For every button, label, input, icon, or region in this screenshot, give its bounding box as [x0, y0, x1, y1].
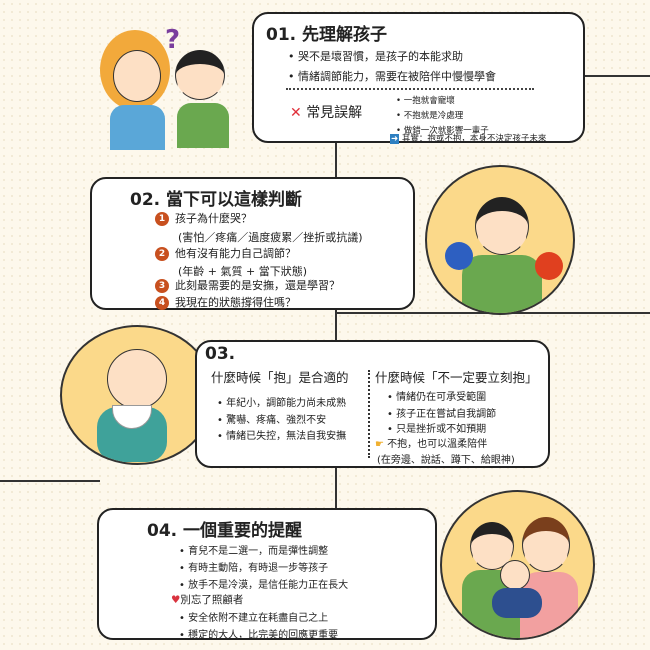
section-when-to-hold: 03. 什麼時候「抱」是合適的 年紀小，調節能力尚未成熟 驚嚇、疼痛、強烈不安 … — [195, 340, 550, 468]
not-hold-reason: 孩子正在嘗試自我調節 — [387, 405, 496, 420]
tip: ☛ 不抱，也可以溫柔陪伴 — [375, 439, 488, 450]
not-hold-reason: 情緒仍在可承受範圍 — [387, 388, 486, 403]
crying-child-illustration: ? — [95, 25, 250, 150]
myth: 做錯一次就影響一輩子 — [396, 124, 489, 136]
hold-reason: 年紀小，調節能力尚未成熟 — [217, 394, 346, 409]
myth-heading: ✕ 常見誤解 — [290, 105, 363, 121]
not-hold-reason: 只是挫折或不如預期 — [387, 420, 486, 435]
point: 育兒不是二選一，而是彈性調整 — [179, 542, 328, 557]
tip-note: (在旁邊、說話、蹲下、給眼神) — [377, 455, 515, 466]
caregiver-heading: ♥別忘了照顧者 — [171, 594, 244, 606]
hold-reason: 驚嚇、疼痛、強烈不安 — [217, 411, 326, 426]
crying-baby-illustration — [60, 325, 215, 465]
section-title: 01. 先理解孩子 — [266, 25, 388, 45]
section-title: 03. — [205, 344, 236, 364]
section-title: 02. 當下可以這樣判斷 — [130, 190, 303, 210]
pointing-hand-icon: ☛ — [375, 439, 384, 450]
point: 哭不是壞習慣，是孩子的本能求助 — [288, 48, 463, 64]
question-note: (害怕／疼痛／過度疲累／挫折或抗議) — [178, 231, 363, 244]
point: 有時主動陪，有時退一步等孩子 — [179, 559, 328, 574]
family-illustration — [440, 490, 595, 640]
truth-note: ➜ 其實：抱或不抱，本身不決定孩子未來 — [390, 134, 547, 144]
section-reminder: 04. 一個重要的提醒 育兒不是二選一，而是彈性調整 有時主動陪，有時退一步等孩… — [97, 508, 437, 641]
point: 穩定的大人，比完美的回應更重要 — [179, 626, 338, 641]
arrow-right-icon: ➜ — [390, 134, 400, 144]
hold-heading: 什麼時候「抱」是合適的 — [211, 370, 349, 385]
point: 放手不是冷漠，是信任能力正在長大 — [179, 576, 348, 591]
heart-icon: ♥ — [171, 594, 181, 606]
point: 安全依附不建立在耗盡自己之上 — [179, 609, 328, 624]
not-hold-heading: 什麼時候「不一定要立刻抱」 — [375, 370, 538, 385]
point: 情緒調節能力，需要在被陪伴中慢慢學會 — [288, 68, 496, 84]
parent-with-balls-illustration — [425, 165, 575, 315]
hold-reason: 情緒已失控，無法自我安撫 — [217, 427, 346, 442]
section-understand-child: 01. 先理解孩子 哭不是壞習慣，是孩子的本能求助 情緒調節能力，需要在被陪伴中… — [252, 12, 585, 144]
myth: 一抱就會寵壞 — [396, 94, 455, 106]
question-note: (年齡 + 氣質 + 當下狀態) — [178, 265, 308, 278]
section-title: 04. 一個重要的提醒 — [147, 521, 303, 541]
cross-icon: ✕ — [290, 105, 302, 121]
myth: 不抱就是冷處理 — [396, 109, 464, 121]
